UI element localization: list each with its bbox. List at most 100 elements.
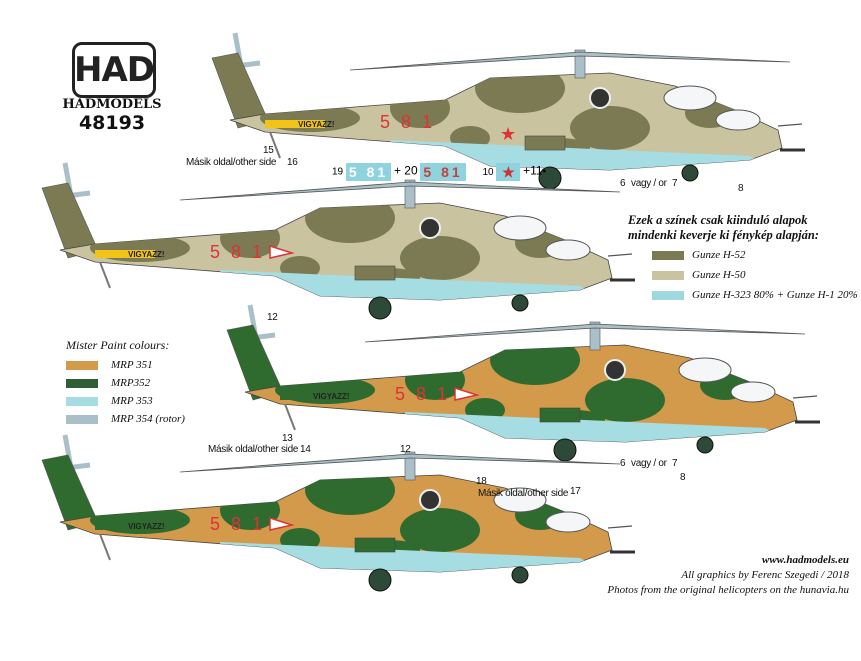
rotor-mast (404, 179, 416, 209)
gunze-colour-legend: Ezek a színek csak kiinduló alapok minde… (628, 213, 858, 305)
chevron-insignia-icon (454, 386, 480, 401)
chevron-insignia-icon (269, 244, 295, 259)
callout-other-side: Másik oldal/other side (478, 488, 569, 499)
pitot-probe (607, 525, 633, 529)
camo-patch (400, 236, 480, 280)
engine-intake (604, 359, 626, 381)
tail-warning-stripe (95, 250, 155, 258)
callout-13: 13 (282, 433, 293, 444)
camo-patch (570, 106, 650, 150)
legend-label: MRP352 (111, 377, 151, 389)
legend-label: MRP 353 (111, 395, 153, 407)
callout-12: 12 (267, 312, 278, 323)
mrp-legend-title: Mister Paint colours: (66, 338, 170, 352)
legend-label: MRP 354 (rotor) (111, 413, 185, 425)
star-insignia-icon: ★ (500, 124, 516, 144)
legend-item: Gunze H-50 (652, 265, 858, 285)
cockpit-canopy (493, 487, 547, 513)
website-link[interactable]: www.hadmodels.eu (762, 554, 849, 566)
credits: www.hadmodels.eu All graphics by Ferenc … (607, 553, 849, 598)
helicopter-profile-3: VIGYAZZ!5 8 1 (226, 304, 820, 462)
decal-row: 19 5 81 + 20 5 81 10 ★ +11• (332, 163, 546, 181)
cockpit-canopy (493, 215, 547, 241)
colour-swatch (66, 360, 98, 370)
stub-wing (539, 407, 581, 423)
tail-warning-stripe (265, 120, 325, 128)
nose-wheel (681, 164, 699, 182)
callout-14: 14 (300, 444, 311, 455)
legend-item: MRP352 (66, 374, 185, 392)
decal-serial-19: 5 81 (345, 163, 392, 181)
callout-other-side: Másik oldal/other side (208, 444, 299, 455)
callout-or: vagy / or (631, 458, 667, 469)
photo-source: Photos from the original helicopters on … (607, 584, 849, 596)
legend-label: Gunze H-323 80% + Gunze H-1 20% (692, 289, 858, 301)
main-wheel (368, 568, 392, 592)
legend-label: Gunze H-52 (692, 249, 746, 261)
serial-number-marking: 5 8 1 (210, 514, 265, 534)
serial-number-marking: 5 8 1 (380, 112, 435, 132)
callout-plus-11: +11 (523, 163, 543, 178)
gunner-canopy (545, 511, 591, 533)
graphics-credit: All graphics by Ferenc Szegedi / 2018 (681, 569, 849, 581)
fuselage (229, 72, 783, 171)
fuselage (59, 474, 613, 573)
engine-intake (419, 489, 441, 511)
callout-or: vagy / or (631, 178, 667, 189)
camo-patch (475, 73, 565, 113)
tail-warning-stripe (280, 392, 340, 400)
legend-item: Gunze H-323 80% + Gunze H-1 20% (652, 285, 858, 305)
engine-intake (589, 87, 611, 109)
callout-plus-20: + 20 (393, 163, 418, 178)
star-roundel-icon: ★ (496, 163, 521, 181)
helicopter-profile-4: VIGYAZZ!5 8 1 (41, 434, 635, 592)
helicopter-profile-1: VIGYAZZ!5 8 1★ (211, 32, 805, 190)
gunner-canopy (715, 109, 761, 131)
nose-wheel (511, 566, 529, 584)
callout-10: 10 (482, 166, 494, 178)
camo-patch (585, 378, 665, 422)
pitot-probe (777, 123, 803, 127)
legend-item: Gunze H-52 (652, 245, 858, 265)
camo-patch (400, 508, 480, 552)
colour-swatch (652, 270, 684, 280)
callout-8: 8 (680, 472, 686, 483)
callout-7: 7 (672, 458, 678, 469)
colour-swatch (66, 378, 98, 388)
stub-wing (354, 265, 396, 281)
brand-name: HADMODELS (62, 97, 162, 112)
camo-patch (305, 475, 395, 515)
engine-intake (419, 217, 441, 239)
callout-6: 6 (620, 458, 626, 469)
callout-8: 8 (738, 183, 744, 194)
legend-item: MRP 351 (66, 356, 185, 374)
tail-skid (99, 261, 111, 289)
callout-7: 7 (672, 178, 678, 189)
tail-skid (269, 131, 281, 159)
pitot-probe (607, 253, 633, 257)
main-rotor-blade (179, 453, 621, 473)
warning-marking: VIGYAZZ! (128, 250, 165, 259)
colour-swatch (652, 250, 684, 260)
callout-dot: • (542, 166, 547, 178)
mister-paint-legend: Mister Paint colours: MRP 351 MRP352 MRP… (66, 338, 185, 428)
colour-swatch (652, 290, 684, 300)
gunze-legend-title-2: mindenki keverje ki fénykép alapján: (628, 228, 819, 242)
serial-number-marking: 5 8 1 (395, 384, 450, 404)
camo-patch (490, 345, 580, 385)
stub-wing (524, 135, 566, 151)
pitot-probe (792, 395, 818, 399)
callout-19: 19 (332, 166, 344, 178)
tail-skid (284, 403, 296, 431)
hadmodels-logo: HAD (72, 42, 156, 98)
cockpit-canopy (663, 85, 717, 111)
legend-label: MRP 351 (111, 359, 153, 371)
decal-serial-20: 5 81 (420, 163, 466, 181)
legend-item: MRP 353 (66, 392, 185, 410)
main-wheel (368, 296, 392, 320)
stub-wing (354, 537, 396, 553)
rotor-mast (574, 49, 586, 79)
chevron-insignia-icon (269, 516, 295, 531)
callout-12: 12 (400, 444, 411, 455)
callout-15: 15 (263, 145, 274, 156)
